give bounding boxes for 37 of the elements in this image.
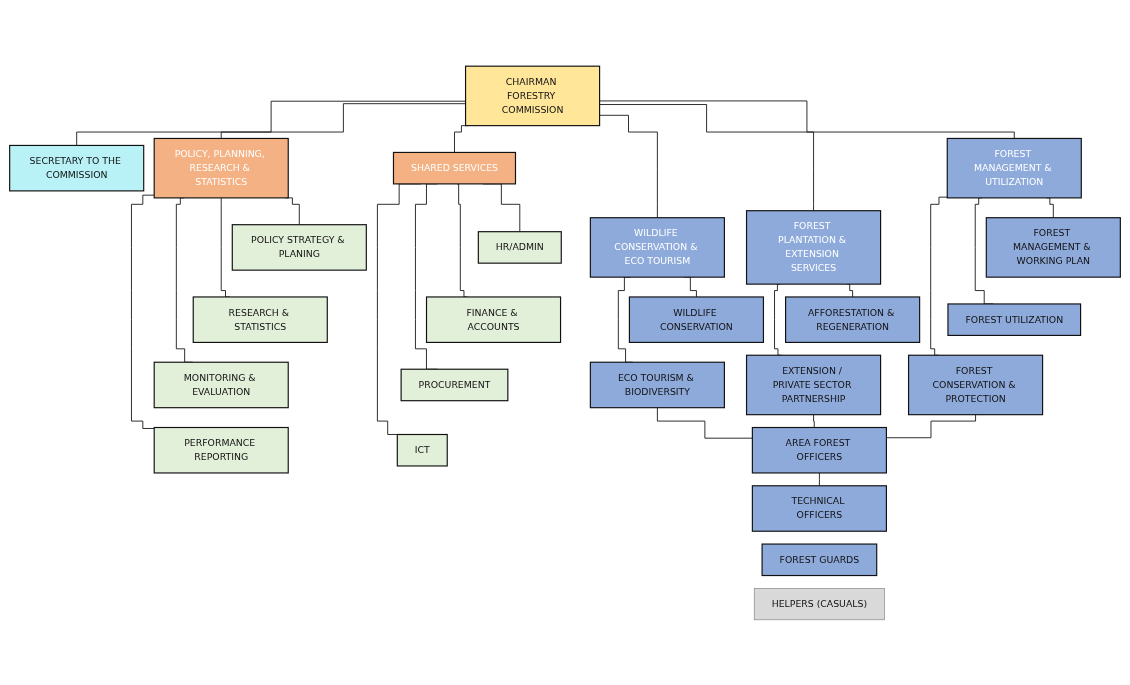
node-box: PROCUREMENT [400,368,509,401]
node-box: FOREST MANAGEMENT & WORKING PLAN [985,216,1121,278]
connector [599,100,1015,139]
node-box: TECHNICAL OFFICERS [751,484,887,532]
node-box: AREA FOREST OFFICERS [751,426,887,474]
node-box: SHARED SERVICES [392,151,517,184]
node-box: POLICY, PLANNING, RESEARCH & STATISTICS [153,137,289,198]
node-box: WILDLIFE CONSERVATION & ECO TOURISM [589,216,725,278]
node-box: POLICY STRATEGY & PLANING [231,223,367,271]
node-box: FOREST GUARDS [761,542,878,576]
connector [774,283,782,356]
node-box: WILDLIFE CONSERVATION [628,295,765,343]
node-box: HELPERS (CASUALS) [753,587,885,620]
node-box: FOREST CONSERVATION & PROTECTION [907,354,1044,415]
connector [818,472,820,486]
node-box: ICT [396,433,448,467]
node-box: SECRETARY TO THE COMMISSION [9,144,145,191]
node-box: ECO TOURISM & BIODIVERSITY [589,361,725,408]
node-box: FOREST MANAGEMENT & UTILIZATION [946,137,1082,198]
connector [813,413,816,428]
node-box: EXTENSION / PRIVATE SECTOR PARTNERSHIP [745,354,882,415]
node-box: CHAIRMAN FORESTRY COMMISSION [464,65,601,126]
connector [599,114,658,218]
node-box: FOREST UTILIZATION [947,302,1082,336]
connector [220,102,466,139]
node-box: HR/ADMIN [477,230,562,264]
node-box: AFFORESTATION & REGENERATION [785,295,921,343]
node-box: RESEARCH & STATISTICS [192,295,328,343]
node-box: PERFORMANCE REPORTING [153,426,289,474]
connector [76,100,466,146]
node-box: FOREST PLANTATION & EXTENSION SERVICES [745,209,882,285]
node-box: MONITORING & EVALUATION [153,361,289,408]
connector [599,103,814,211]
connector [930,196,948,356]
connector [656,406,753,439]
connector [131,194,155,429]
node-box: FINANCE & ACCOUNTS [425,295,562,343]
